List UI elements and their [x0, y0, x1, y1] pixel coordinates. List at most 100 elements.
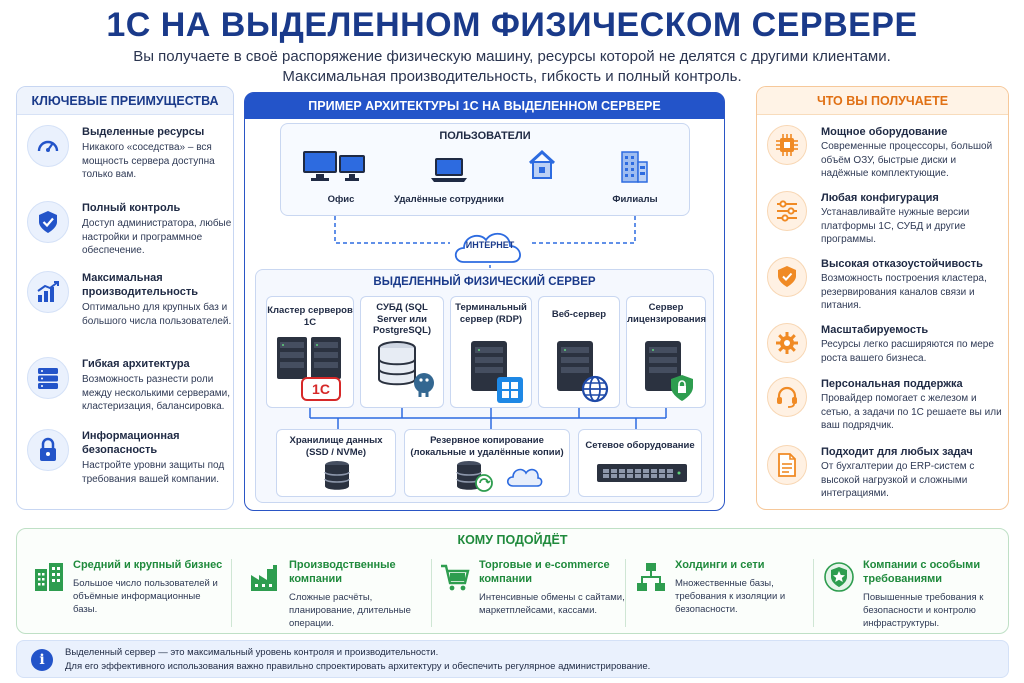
laptop-icon — [429, 156, 469, 189]
audience-title: Торговые и e-commerce компании — [479, 559, 610, 585]
cloud-icon — [505, 466, 543, 493]
benefit-desc: От бухгалтерии до ERP-систем с высокой н… — [821, 461, 975, 499]
advantage-item: Полный контроль Доступ администратора, л… — [27, 201, 232, 271]
user-label-remote: Удалённые сотрудники — [394, 194, 504, 205]
logo-1c: 1С — [301, 377, 341, 401]
server-tower-icon — [557, 341, 597, 398]
dedicated-server-box: ВЫДЕЛЕННЫЙ ФИЗИЧЕСКИЙ СЕРВЕР Кластер сер… — [255, 269, 714, 503]
role-label: Терминальный сервер (RDP) — [455, 302, 527, 325]
speedometer-icon — [27, 125, 69, 167]
advantage-title: Информационная безопасность — [82, 430, 180, 456]
benefit-item: Высокая отказоустойчивость Возможность п… — [767, 257, 1005, 319]
role-web: Веб-сервер — [538, 296, 620, 408]
postgresql-elephant-icon — [411, 371, 437, 404]
sync-icon — [475, 474, 493, 497]
user-label-office: Офис — [327, 194, 355, 205]
headset-icon — [767, 377, 807, 417]
benefit-desc: Устанавливайте нужные версии платформы 1… — [821, 207, 970, 245]
audience-heading: КОМУ ПОДОЙДЁТ — [457, 533, 568, 547]
role-1c-cluster: Кластер серверов 1С 1С — [266, 296, 354, 408]
audience-desc: Повышенные требования к безопасности и к… — [863, 592, 984, 629]
audience-title: Производственные компании — [289, 559, 396, 585]
user-label-branches: Филиалы — [612, 194, 658, 205]
security-shield-icon — [669, 373, 695, 408]
advantages-panel: КЛЮЧЕВЫЕ ПРЕИМУЩЕСТВА Выделенные ресурсы… — [16, 86, 234, 510]
shield-check-icon — [27, 201, 69, 243]
cart-icon — [439, 561, 471, 593]
advantage-title: Полный контроль — [82, 202, 181, 214]
info-icon: i — [31, 649, 53, 671]
role-label: СУБД (SQL Server или PostgreSQL) — [372, 302, 432, 336]
benefit-item: Любая конфигурация Устанавливайте нужные… — [767, 191, 1005, 253]
benefit-title: Мощное оборудование — [821, 126, 948, 138]
internet-label: ИНТЕРНЕТ — [465, 240, 515, 250]
advantage-title: Выделенные ресурсы — [82, 126, 205, 138]
advantage-desc: Настройте уровни защиты под требования в… — [82, 460, 225, 485]
users-title: ПОЛЬЗОВАТЕЛИ — [439, 130, 531, 142]
audience-item: Торговые и e-commerce компании Интенсивн… — [429, 555, 629, 631]
server-rack-icon — [277, 337, 347, 384]
shield-check-icon — [767, 257, 807, 297]
benefit-desc: Возможность построения кластера, резерви… — [821, 273, 987, 311]
server-tower-icon — [645, 341, 685, 398]
info-note: i Выделенный сервер — это максимальный у… — [16, 640, 1009, 678]
architecture-heading: ПРИМЕР АРХИТЕКТУРЫ 1С НА ВЫДЕЛЕННОМ СЕРВ… — [245, 93, 724, 119]
advantage-desc: Возможность разнести роли между нескольк… — [82, 374, 231, 412]
audience-desc: Сложные расчёты, планирование, длительны… — [289, 592, 411, 629]
audience-item: Холдинги и сети Множественные базы, треб… — [625, 555, 815, 631]
server-stack-icon — [27, 357, 69, 399]
benefit-title: Масштабируемость — [821, 324, 929, 336]
role-label: Сервер лицензирования — [627, 302, 707, 325]
audience-title: Средний и крупный бизнес — [73, 559, 223, 571]
audience-item: Средний и крупный бизнес Большое число п… — [23, 555, 223, 631]
cpu-icon — [767, 125, 807, 165]
server-bus — [309, 408, 667, 429]
advantage-item: Гибкая архитектура Возможность разнести … — [27, 357, 232, 427]
note-line: Для его эффективного использования важно… — [65, 661, 651, 672]
benefit-desc: Провайдер помогает с железом и сетью, а … — [821, 393, 1002, 431]
benefits-heading: ЧТО ВЫ ПОЛУЧАЕТЕ — [757, 87, 1008, 115]
note-line: Выделенный сервер — это максимальный уро… — [65, 647, 439, 658]
page-title: 1С НА ВЫДЕЛЕННОМ ФИЗИЧЕСКОМ СЕРВЕРЕ — [106, 6, 918, 44]
benefit-title: Любая конфигурация — [821, 192, 939, 204]
advantages-heading: КЛЮЧЕВЫЕ ПРЕИМУЩЕСТВА — [17, 87, 233, 115]
divider — [813, 559, 814, 627]
role-label: Веб-сервер — [551, 309, 607, 320]
advantage-item: Выделенные ресурсы Никакого «соседства» … — [27, 125, 232, 195]
storage-network: Сетевое оборудование — [578, 429, 702, 497]
globe-icon — [581, 375, 609, 408]
database-icon — [455, 460, 483, 497]
user-connectors — [334, 216, 636, 269]
advantage-title: Гибкая архитектура — [82, 358, 190, 370]
database-icon — [377, 341, 423, 394]
audience-title: Компании с особыми требованиями — [863, 559, 981, 585]
advantage-desc: Доступ администратора, любые настройки и… — [82, 218, 232, 256]
page-subtitle: Вы получаете в своё распоряжение физичес… — [0, 47, 1024, 87]
audience-item: Компании с особыми требованиями Повышенн… — [813, 555, 1008, 631]
growth-chart-icon — [27, 271, 69, 313]
benefit-title: Персональная поддержка — [821, 378, 963, 390]
audience-desc: Множественные базы, требования к изоляци… — [675, 578, 786, 615]
windows-logo-icon — [497, 377, 523, 408]
network-switch-icon — [597, 464, 687, 489]
audience-panel: КОМУ ПОДОЙДЁТ Средний и крупный бизнес Б… — [16, 528, 1009, 634]
advantage-item: Информационная безопасность Настройте ур… — [27, 429, 232, 509]
advantage-desc: Никакого «соседства» – вся мощность серв… — [82, 142, 215, 180]
lock-icon — [27, 429, 69, 471]
benefit-title: Высокая отказоустойчивость — [821, 258, 983, 270]
advantage-item: Максимальная производительность Оптималь… — [27, 271, 232, 351]
benefit-item: Мощное оборудование Современные процессо… — [767, 125, 1005, 187]
subtitle-line: Максимальная производительность, гибкост… — [282, 68, 742, 85]
benefit-item: Персональная поддержка Провайдер помогае… — [767, 377, 1005, 443]
role-dbms: СУБД (SQL Server или PostgreSQL) — [360, 296, 444, 408]
factory-icon — [249, 561, 281, 593]
storage-data: Хранилище данных (SSD / NVMe) — [276, 429, 396, 497]
document-icon — [767, 445, 807, 485]
star-shield-icon — [823, 561, 855, 593]
divider — [625, 559, 626, 627]
monitors-icon — [301, 149, 369, 190]
benefit-desc: Ресурсы легко расширяются по мере роста … — [821, 339, 994, 364]
server-title: ВЫДЕЛЕННЫЙ ФИЗИЧЕСКИЙ СЕРВЕР — [373, 276, 596, 288]
storage-label: Сетевое оборудование — [585, 440, 695, 451]
divider — [431, 559, 432, 627]
